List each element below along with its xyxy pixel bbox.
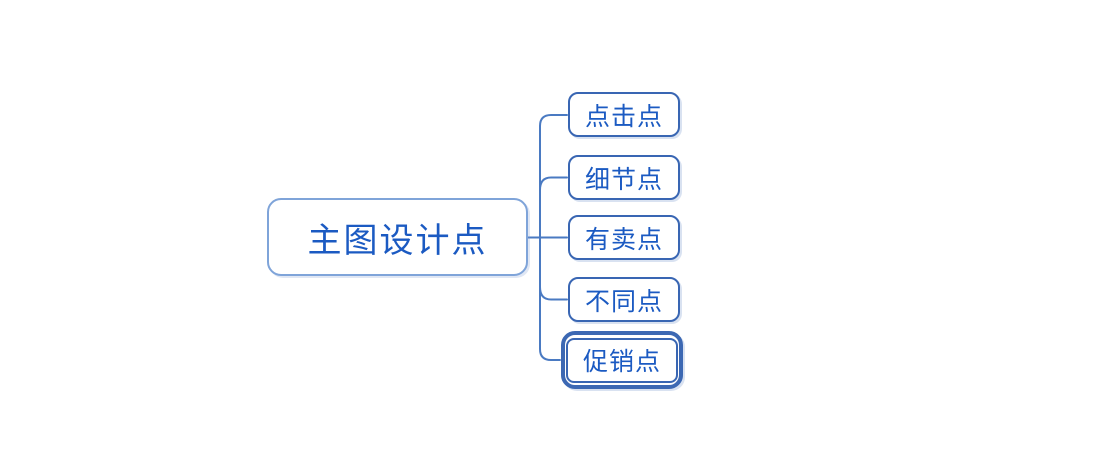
connector-branch-detail-point [539, 176, 568, 191]
root-node-main-image-design[interactable]: 主图设计点 [267, 198, 528, 276]
child-node-label: 促销点 [582, 349, 661, 376]
child-node-click-point[interactable]: 点击点 [568, 92, 680, 137]
child-node-label: 点击点 [584, 103, 663, 131]
child-node-detail-point[interactable]: 细节点 [568, 155, 680, 200]
child-node-label: 不同点 [584, 288, 663, 316]
child-node-label: 细节点 [584, 166, 663, 194]
connector-branch-difference-point [539, 286, 568, 301]
child-node-label: 有卖点 [584, 226, 663, 254]
child-node-promotion-point-selected[interactable]: 促销点 [566, 337, 678, 383]
child-node-selling-point[interactable]: 有卖点 [568, 215, 680, 260]
selection-ring: 促销点 [561, 331, 683, 389]
root-node-label: 主图设计点 [307, 222, 488, 260]
connector-trunk-top-to-bottom [539, 114, 568, 361]
child-node-difference-point[interactable]: 不同点 [568, 277, 680, 322]
